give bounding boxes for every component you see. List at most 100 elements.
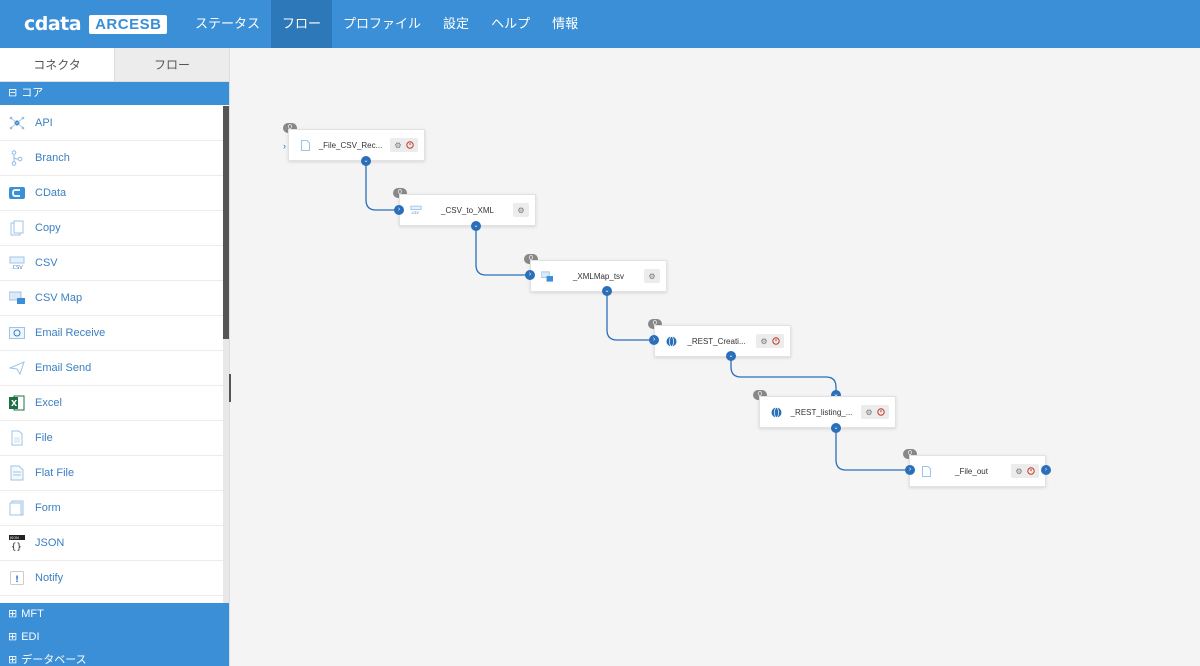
connector-item-flat-file[interactable]: Flat File [0,456,223,491]
connector-item-form[interactable]: Form [0,491,223,526]
connector-sidebar: コネクタ フロー ⊟コア API Branch CData Copy .CSV … [0,48,230,666]
connector-item-excel[interactable]: X Excel [0,386,223,421]
json-icon: JSON{} [9,535,25,551]
node-output-port[interactable]: ⌄ [361,156,371,166]
connector-item-email-receive[interactable]: Email Receive [0,316,223,351]
node-input-port[interactable]: › [649,335,659,345]
section-core-header[interactable]: ⊟コア [0,82,229,105]
flow-node-file-csv-receive[interactable]: _File_CSV_Rec... ⚙ [288,129,425,161]
flow-canvas[interactable]: 0 _File_CSV_Rec... ⚙ › ⌄ 0 .CSV _CSV_to_… [231,48,1200,666]
node-input-port[interactable]: › [525,270,535,280]
nav-profile[interactable]: プロファイル [343,16,422,31]
flow-node-rest-creation[interactable]: _REST_Creati... ⚙ [654,325,791,357]
gear-icon[interactable]: ⚙ [648,271,656,281]
svg-text:.CSV: .CSV [11,265,23,270]
nav-status[interactable]: ステータス [195,16,261,31]
node-actions: ⚙ [390,138,418,152]
connector-item-notify[interactable]: ! Notify [0,561,223,596]
flow-node-csv-to-xml[interactable]: .CSV _CSV_to_XML ⚙ [399,194,536,226]
connector-item-csv-map[interactable]: CSV Map [0,281,223,316]
node-label: _File_out [955,466,988,476]
expand-plus-icon: ⊞ [8,631,18,643]
tab-connectors[interactable]: コネクタ [0,48,115,81]
connector-item-csv[interactable]: .CSV CSV [0,246,223,281]
connector-list-scrollbar[interactable] [223,106,229,603]
connector-item-email-send[interactable]: Email Send [0,351,223,386]
chevron-down-icon: ⌄ [604,288,610,294]
connector-item-api[interactable]: API [0,106,223,141]
svg-text:X: X [11,399,18,408]
flow-node-xmlmap-tsv[interactable]: _XMLMap_tsv ⚙ [530,260,667,292]
error-icon[interactable] [875,406,887,418]
node-output-port[interactable]: ⌄ [726,351,736,361]
expand-plus-icon: ⊞ [8,654,18,666]
node-actions: ⚙ [756,334,784,348]
nav-help[interactable]: ヘルプ [491,16,531,31]
gear-icon[interactable]: ⚙ [760,336,768,346]
nav-info[interactable]: 情報 [552,16,579,31]
section-mft-label: MFT [21,608,44,620]
error-icon[interactable] [1025,465,1037,477]
node-output-port[interactable]: ⌄ [602,286,612,296]
flow-node-file-out[interactable]: _File_out ⚙ [909,455,1046,487]
svg-text:.CSV: .CSV [411,211,420,215]
node-output-port[interactable]: › [1041,465,1051,475]
excel-icon: X [9,395,25,411]
file-icon [9,430,25,446]
globe-icon [770,406,782,418]
gear-icon[interactable]: ⚙ [1015,466,1023,476]
node-input-port[interactable]: › [394,205,404,215]
chevron-right-icon: › [397,206,401,213]
section-mft-header[interactable]: ⊞MFT [0,603,229,626]
sidebar-tabs: コネクタ フロー [0,48,229,82]
connector-item-cdata[interactable]: CData [0,176,223,211]
node-badge: 0 [524,254,538,264]
chevron-down-icon: ⌄ [833,425,839,431]
nav-settings[interactable]: 設定 [443,16,470,31]
section-database-header[interactable]: ⊞データベース [0,649,229,666]
nav-flow[interactable]: フロー [271,0,333,48]
connector-list: API Branch CData Copy .CSV CSV CSV Map E… [0,106,223,603]
node-actions: ⚙ [861,405,889,419]
connector-label: Flat File [35,467,75,479]
tab-flows[interactable]: フロー [115,48,229,81]
node-output-port[interactable]: ⌄ [831,423,841,433]
section-database-label: データベース [21,654,87,666]
form-icon [9,500,25,516]
chevron-right-icon: › [528,271,532,278]
connector-label: Form [35,502,61,514]
connection-line [475,229,527,276]
connection-line [365,164,396,211]
email-receive-icon [9,325,25,341]
error-icon[interactable] [404,139,416,151]
node-input-port[interactable]: › [905,465,915,475]
connector-label: CSV [35,257,58,269]
scrollbar-thumb[interactable] [223,106,229,339]
node-badge: 0 [753,390,767,400]
connector-label: File [35,432,53,444]
node-output-port[interactable]: ⌄ [471,221,481,231]
node-label: _REST_listing_... [790,407,853,417]
node-input-port[interactable]: ⌄ [831,390,841,400]
connector-item-branch[interactable]: Branch [0,141,223,176]
connector-item-json[interactable]: JSON{} JSON [0,526,223,561]
flow-node-rest-listing[interactable]: _REST_listing_... ⚙ [759,396,896,428]
section-edi-header[interactable]: ⊞EDI [0,626,229,649]
chevron-down-icon: ⌄ [728,353,734,359]
svg-text:!: ! [15,575,19,585]
node-badge: 0 [903,449,917,459]
connector-item-copy[interactable]: Copy [0,211,223,246]
connector-item-file[interactable]: File [0,421,223,456]
gear-icon[interactable]: ⚙ [394,140,402,150]
connector-label: Copy [35,222,61,234]
csv-icon: .CSV [9,255,25,271]
gear-icon[interactable]: ⚙ [865,407,873,417]
gear-icon[interactable]: ⚙ [517,205,525,215]
error-icon[interactable] [770,335,782,347]
app-logo[interactable]: cdata ARCESB [24,13,174,35]
node-badge: 0 [393,188,407,198]
connection-line [835,432,906,471]
node-badge: 0 [648,319,662,329]
xml-map-icon [541,270,553,282]
csv-icon: .CSV [410,204,422,216]
